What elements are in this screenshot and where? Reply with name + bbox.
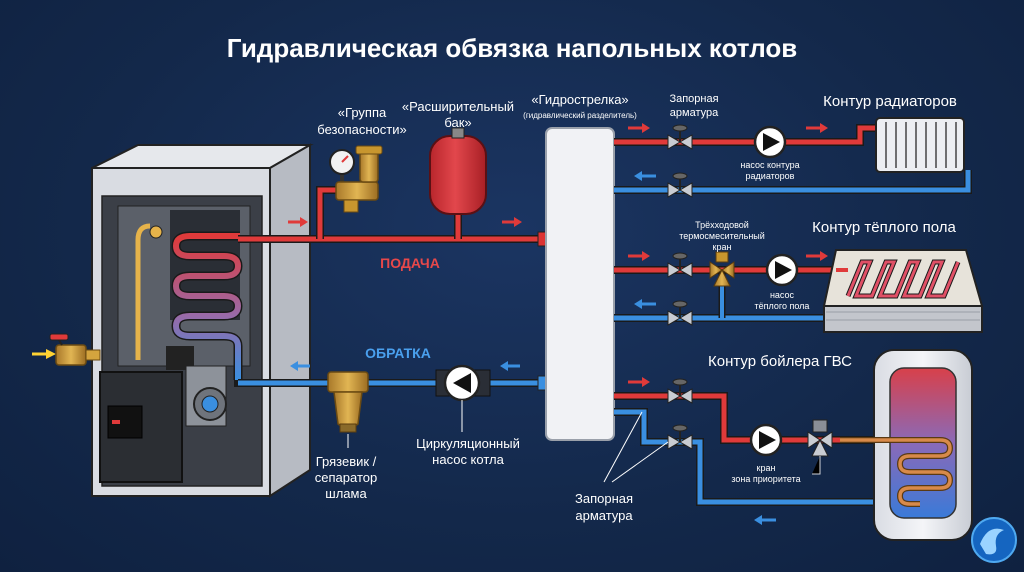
supply-arrows (288, 217, 522, 227)
three-way-label-3: кран (713, 242, 732, 252)
valve-icon (667, 124, 693, 150)
boiler-icon (91, 143, 314, 498)
radiator-return-pipe (614, 170, 971, 193)
strainer-icon (327, 371, 369, 433)
return-label: ОБРАТКА (365, 345, 431, 361)
floor-arrows (628, 251, 828, 309)
hydro-label-2: (гидравлический разделитель) (523, 111, 637, 120)
safety-group-label-2: безопасности» (317, 122, 406, 137)
pump-icon (753, 125, 787, 159)
safety-group-icon (329, 145, 383, 213)
heat-exchanger-coil (171, 231, 243, 380)
page-title: Гидравлическая обвязка напольных котлов (227, 33, 798, 63)
priority-label-2: зона приоритета (731, 474, 800, 484)
pump-icon (435, 364, 491, 402)
strainer-label-2: сепаратор (315, 470, 377, 485)
dhw-tank-icon (840, 349, 973, 541)
radiator-pump-label-2: радиаторов (746, 171, 795, 181)
floor-circuit-label: Контур тёплого пола (812, 219, 956, 236)
radiator-supply-pipe (614, 125, 876, 145)
valve-icon (667, 252, 693, 278)
boiler-pump-label-1: Циркуляционный (416, 436, 520, 451)
strainer-label-3: шлама (325, 486, 367, 501)
pump-icon (749, 423, 783, 457)
valve-icon (667, 378, 693, 404)
three-way-valve-icon (807, 419, 833, 457)
boiler-pump-label-2: насос котла (432, 452, 504, 467)
hydro-label-1: «Гидрострелка» (531, 92, 628, 107)
shutoff-top-label-1: Запорная (669, 93, 718, 105)
radiator-arrows (628, 123, 828, 181)
expansion-label-2: бак» (444, 115, 471, 130)
priority-label-1: кран (757, 463, 776, 473)
valve-icon (667, 172, 693, 198)
shutoff-top-label-2: арматура (670, 107, 719, 119)
hydraulic-separator-icon (545, 127, 615, 441)
shutoff-bottom-label-2: арматура (575, 508, 633, 523)
dhw-arrows (628, 377, 776, 525)
floor-heating-icon (822, 249, 984, 333)
valve-icon (667, 300, 693, 326)
three-way-label-2: термосмесительный (679, 231, 765, 241)
floor-pump-label-1: насос (770, 290, 795, 300)
logo-icon (971, 517, 1017, 563)
shutoff-bottom-label-1: Запорная (575, 491, 633, 506)
expansion-tank-icon (429, 127, 487, 215)
radiator-icon (875, 117, 965, 173)
three-way-label-1: Трёхходовой (695, 220, 749, 230)
radiators-circuit-label: Контур радиаторов (823, 93, 957, 110)
return-arrows (290, 361, 520, 371)
three-way-valve-icon (709, 251, 735, 287)
strainer-label-1: Грязевик / (316, 454, 377, 469)
dhw-circuit-label: Контур бойлера ГВС (708, 353, 852, 370)
radiator-pump-label-1: насос контура (740, 160, 799, 170)
safety-group-label-1: «Группа (338, 105, 387, 120)
pump-icon (765, 253, 799, 287)
gas-valve-icon (32, 333, 101, 366)
expansion-label-1: «Расширительный (402, 99, 514, 114)
valve-icon (667, 424, 693, 450)
supply-label: ПОДАЧА (380, 255, 440, 271)
dhw-return-pipe (690, 439, 920, 505)
floor-pump-label-2: тёплого пола (755, 301, 810, 311)
